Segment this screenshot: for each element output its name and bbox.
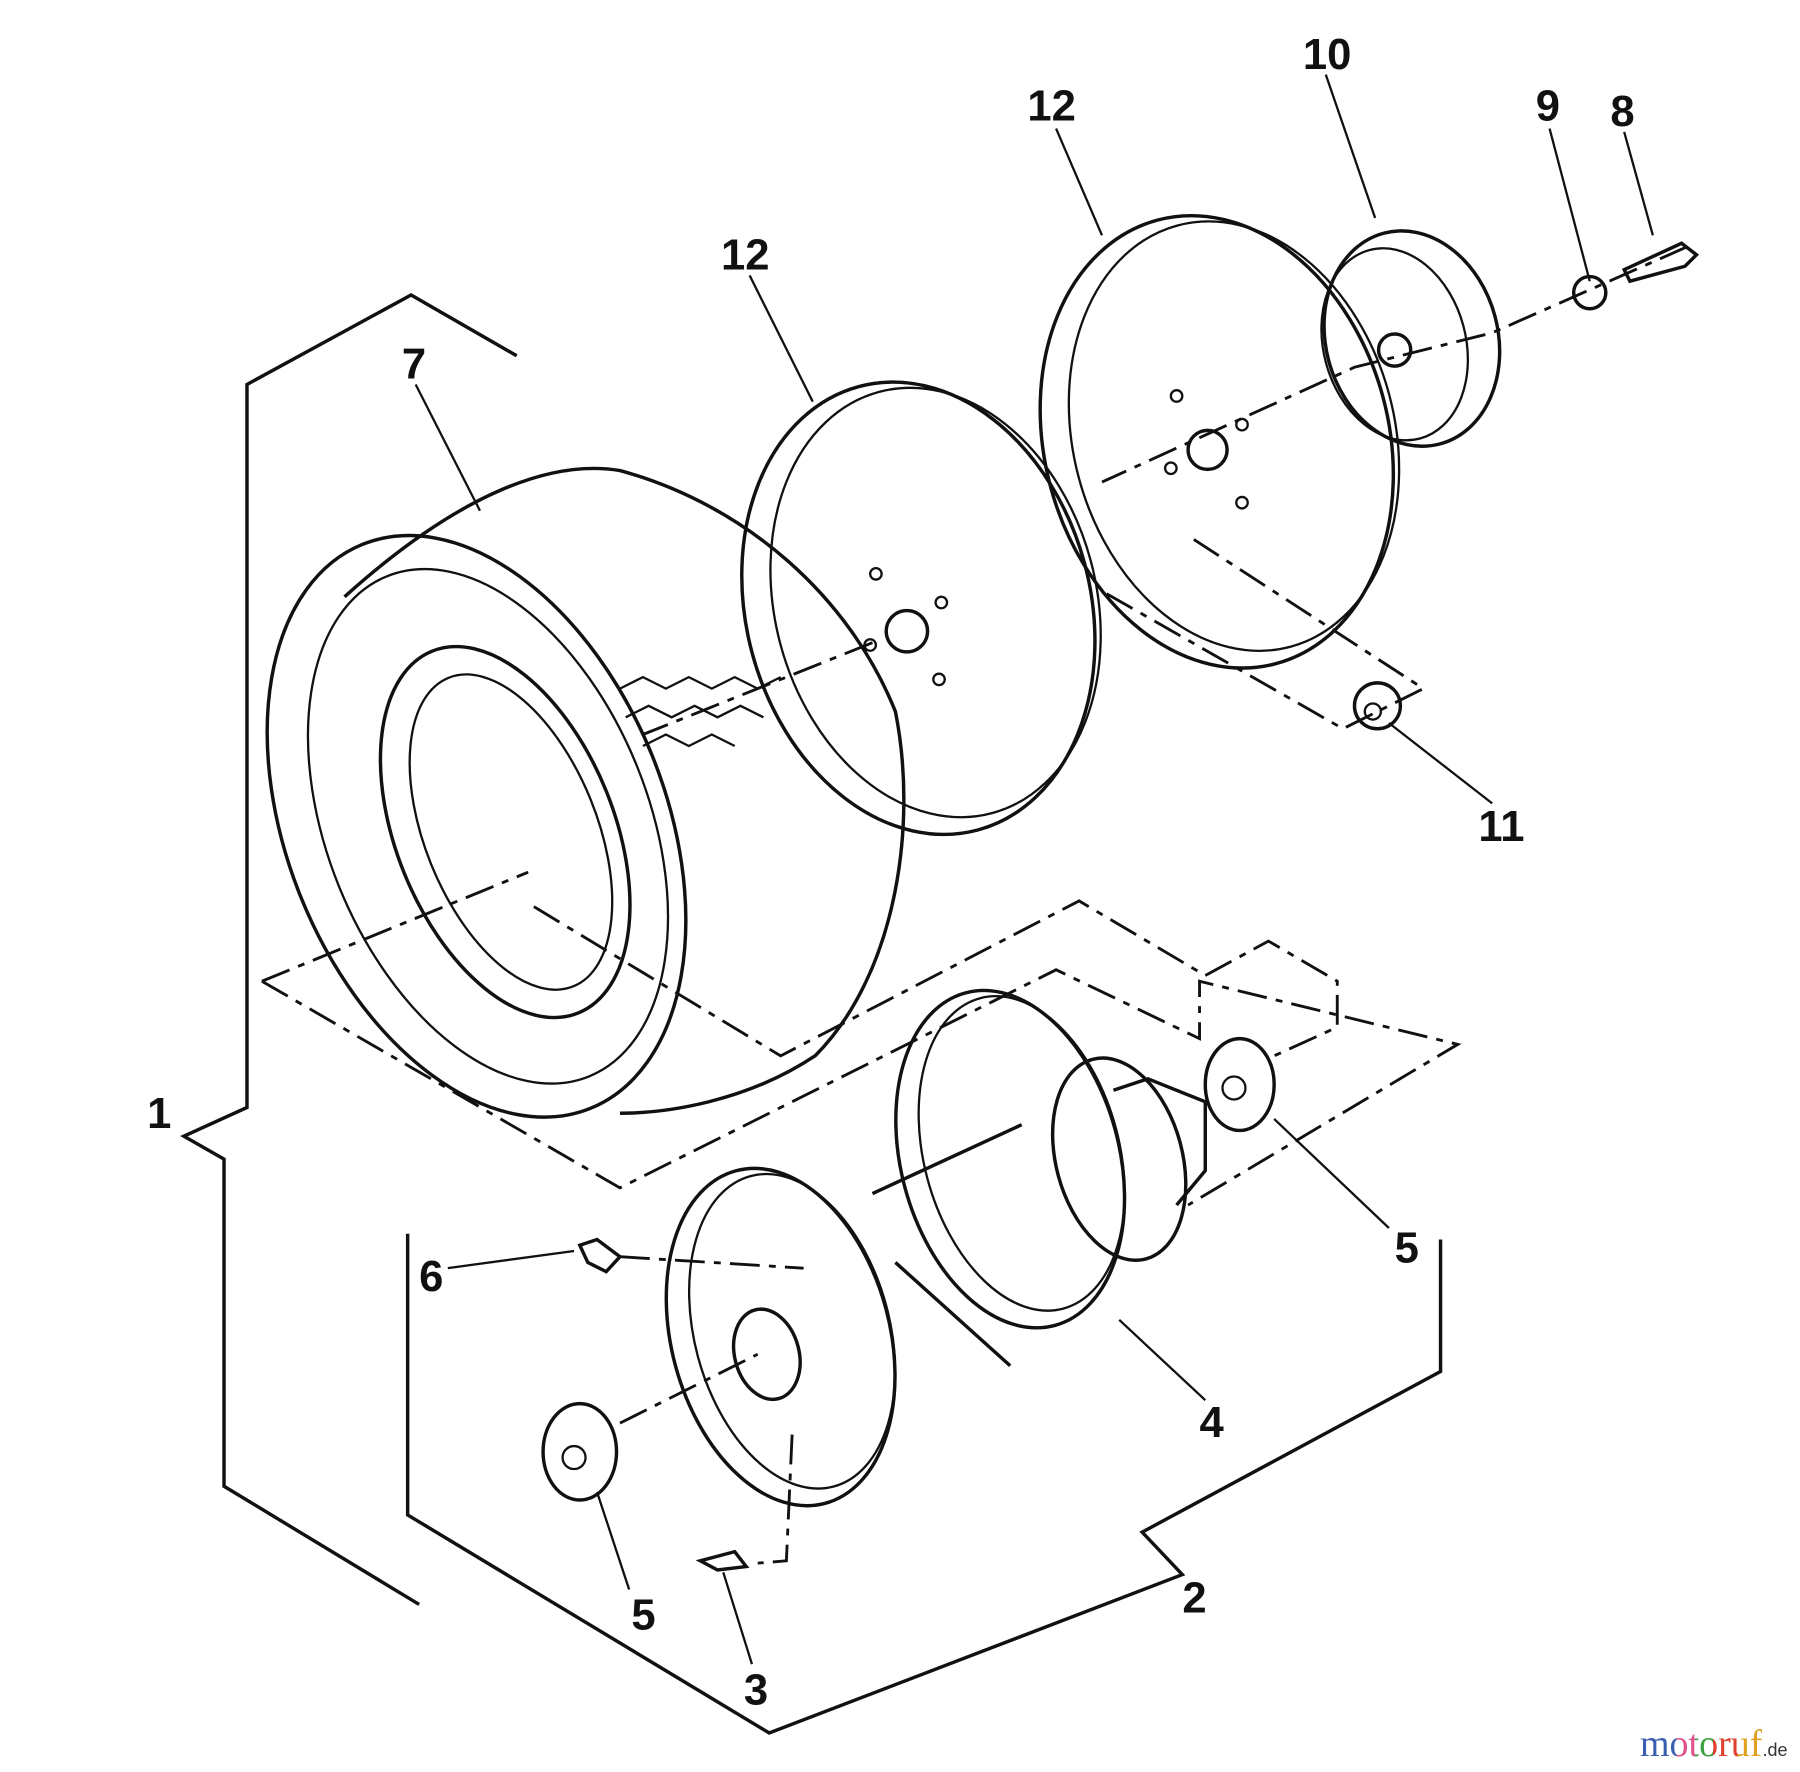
callout-4: 4 — [1200, 1399, 1225, 1447]
callout-10: 10 — [1303, 31, 1352, 79]
tire — [265, 466, 906, 1119]
watermark-logo: motoruf.de — [1640, 1722, 1787, 1766]
callout-11: 11 — [1478, 803, 1524, 851]
callout-12: 12 — [721, 232, 770, 280]
callout-7: 7 — [402, 341, 426, 389]
callout-6: 6 — [419, 1253, 443, 1301]
rim-half-right — [1038, 213, 1401, 670]
spacer — [1352, 681, 1403, 731]
callout-8: 8 — [1610, 88, 1634, 136]
rim-half-left — [740, 380, 1102, 837]
washer — [1571, 274, 1608, 311]
callout-2: 2 — [1182, 1574, 1206, 1622]
callout-9: 9 — [1536, 83, 1560, 131]
callout-5: 5 — [1395, 1224, 1419, 1272]
wheel-hub — [664, 988, 1208, 1508]
callout-5: 5 — [631, 1592, 655, 1640]
bracket-2 — [405, 1233, 1443, 1735]
callout-12: 12 — [1027, 83, 1076, 131]
bearing-left — [541, 1401, 619, 1502]
grease-fitting — [577, 1237, 623, 1274]
bracket-1 — [180, 292, 518, 1606]
valve-stem — [695, 1549, 750, 1572]
bolt — [1621, 241, 1700, 284]
bearing-right — [1203, 1036, 1276, 1133]
watermark-text: motoruf — [1640, 1723, 1763, 1765]
watermark-suffix: .de — [1762, 1740, 1788, 1760]
callout-1: 1 — [147, 1090, 171, 1138]
hub-cap — [1320, 229, 1502, 448]
callout-3: 3 — [744, 1666, 768, 1714]
